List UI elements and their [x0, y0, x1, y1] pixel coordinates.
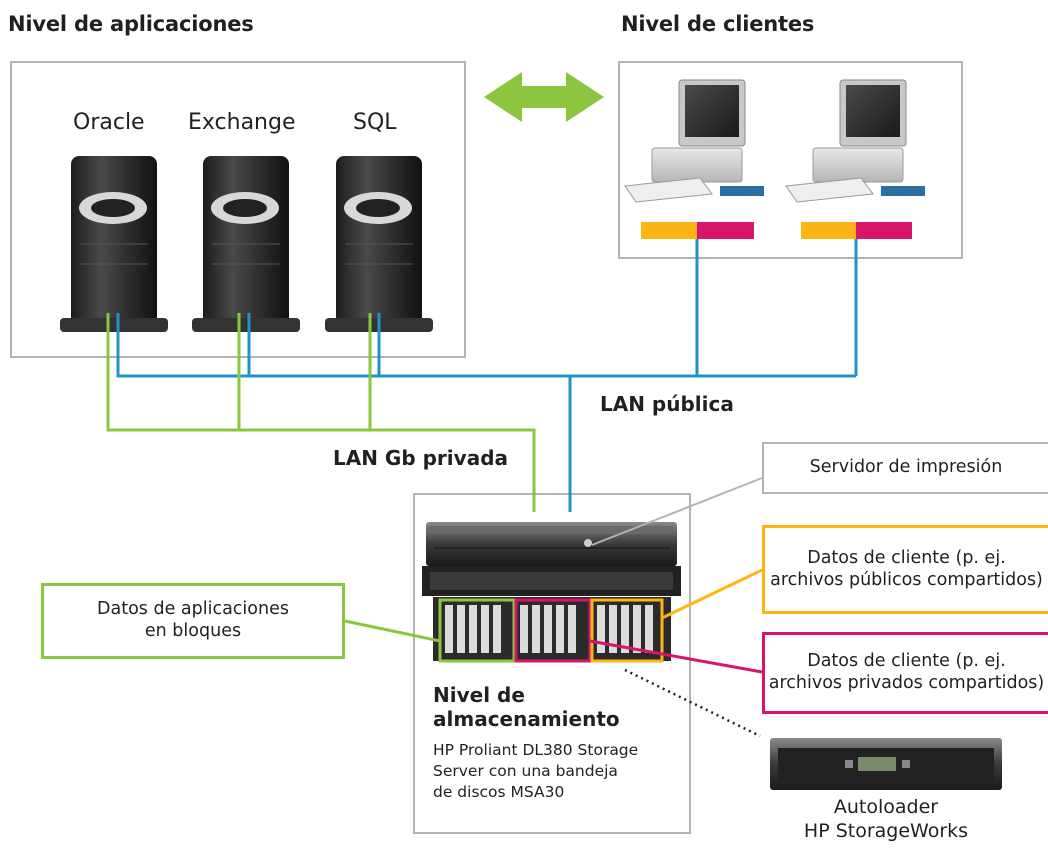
server-tower-exchange-icon [192, 156, 300, 332]
client-pc-1-icon [624, 79, 764, 203]
print-server-label: Servidor de impresión [809, 457, 1003, 478]
private-disks-group [514, 598, 592, 663]
autoloader-line1: Autoloader [833, 796, 939, 818]
storage-tier-title: Nivel de almacenamiento [433, 683, 620, 731]
private-lan-label: LAN Gb privada [333, 446, 508, 470]
disk-tray-icon [445, 605, 653, 653]
app-data-line1: Datos de aplicaciones [97, 599, 289, 620]
autoloader-line2: HP StorageWorks [803, 819, 969, 842]
storage-title-line1: Nivel de [433, 683, 525, 707]
storage-desc-line2: Server con una bandeja [433, 761, 618, 780]
client-private-line2: archivos privados compartidos) [768, 673, 1045, 693]
storage-desc-line1: HP Proliant DL380 Storage [433, 741, 639, 759]
public-lan-label: LAN pública [600, 392, 734, 416]
client-pc-2-icon [785, 79, 925, 203]
app-name-exchange: Exchange [188, 110, 296, 135]
client-1-share-bar [641, 222, 754, 239]
client-private-callout: Datos de cliente (p. ej. archivos privad… [762, 632, 1048, 714]
server-tower-sql-icon [325, 156, 433, 332]
client-public-line1: Datos de cliente (p. ej. [807, 547, 1006, 568]
storage-title-line2: almacenamiento [433, 707, 620, 731]
public-lan-lines [116, 239, 858, 512]
public-data-connector [661, 568, 763, 620]
app-name-oracle: Oracle [73, 110, 145, 135]
private-lan-lines [106, 313, 536, 512]
app-data-connector [344, 619, 441, 643]
storage-desc-line3: de discos MSA30 [433, 782, 565, 801]
print-server-callout: Servidor de impresión [762, 442, 1048, 494]
server-tower-oracle-icon [60, 156, 168, 332]
bidirectional-arrow-icon [484, 72, 604, 122]
client-public-callout: Datos de cliente (p. ej. archivos públic… [762, 525, 1048, 614]
client-tier-title: Nivel de clientes [621, 12, 815, 36]
app-name-sql: SQL [353, 110, 397, 135]
app-disks-group [438, 598, 516, 663]
autoloader-icon [770, 738, 1002, 790]
client-public-line2: archivos públicos compartidos) [770, 569, 1043, 590]
app-data-line2: en bloques [144, 621, 242, 641]
storage-tier-description: HP Proliant DL380 Storage Server con una… [433, 740, 638, 803]
app-data-callout: Datos de aplicaciones en bloques [41, 583, 345, 659]
client-private-line1: Datos de cliente (p. ej. [807, 651, 1006, 672]
autoloader-label: Autoloader HP StorageWorks [786, 796, 986, 844]
client-2-share-bar [801, 222, 912, 239]
public-disks-group [590, 598, 664, 663]
autoloader-connector [624, 668, 761, 738]
app-tier-title: Nivel de aplicaciones [8, 12, 254, 36]
print-server-connector [591, 477, 763, 546]
private-data-connector [589, 639, 763, 674]
